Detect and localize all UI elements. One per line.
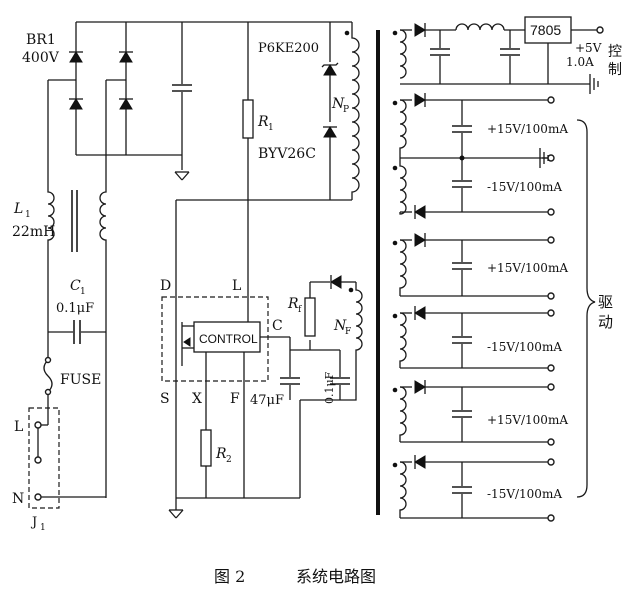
drive-char1: 驱	[598, 293, 613, 311]
pin-f: F	[230, 391, 240, 407]
diode-byv26c	[322, 126, 338, 200]
c1-sub: 1	[80, 287, 86, 297]
tvs-label: P6KE200	[258, 41, 319, 56]
pin-x: X	[192, 391, 202, 407]
fuse-label: FUSE	[60, 372, 101, 388]
r2-sub: 2	[226, 455, 232, 465]
nf-name: N	[333, 318, 347, 334]
np-sub: P	[343, 105, 349, 115]
fuse	[43, 356, 53, 425]
caption-title: 系统电路图	[296, 567, 376, 586]
capacitor-c1	[48, 320, 106, 344]
regulator-out1: +5V	[575, 41, 602, 55]
np-name: N	[331, 96, 345, 112]
conn-n: N	[12, 491, 24, 507]
out-5-label: +15V/100mA	[487, 413, 568, 427]
bridge-voltage: 400V	[22, 50, 60, 66]
controller-label: CONTROL	[199, 332, 258, 346]
conn-l: L	[14, 419, 23, 435]
caption-fig: 图 2	[214, 567, 245, 586]
secondary-pair-4	[392, 379, 555, 446]
out-4-label: -15V/100mA	[487, 340, 562, 354]
regulator-out2: 1.0A	[566, 55, 594, 69]
resistor-r2	[176, 429, 300, 499]
feedback-circuit	[279, 274, 363, 498]
r1-sub: 1	[268, 123, 274, 133]
byv-label: BYV26C	[258, 146, 316, 162]
c1-name: C	[70, 278, 81, 294]
inductor-l1	[47, 175, 107, 498]
out-6-label: -15V/100mA	[487, 487, 562, 501]
secondary-5v	[392, 16, 604, 94]
bulk-capacitor	[171, 22, 193, 181]
control-char2: 制	[608, 62, 622, 78]
out-3-label: +15V/100mA	[487, 261, 568, 275]
bridge-rectifier	[47, 21, 182, 175]
secondary-pair-3	[392, 305, 555, 372]
secondary-pair-2	[392, 232, 555, 300]
out-1-label: +15V/100mA	[487, 122, 568, 136]
cap47-value: 47μF	[250, 393, 284, 408]
pin-s: S	[160, 391, 170, 407]
secondary-pair-5	[392, 454, 555, 522]
regulator-label: 7805	[530, 22, 561, 38]
conn-j: J	[30, 515, 37, 530]
r2-name: R	[215, 446, 227, 462]
rf-name: R	[287, 296, 299, 312]
pin-l: L	[232, 278, 241, 294]
l1-sub: 1	[25, 210, 31, 220]
drive-char2: 动	[598, 313, 613, 331]
primary-winding-np	[176, 21, 360, 201]
c1-value: 0.1μF	[56, 301, 94, 316]
conn-jsub: 1	[40, 523, 46, 533]
cap01b-value: 0.1μF	[323, 371, 336, 404]
r1-name: R	[257, 114, 269, 130]
rf-sub: f	[298, 305, 302, 315]
tvs-p6ke200	[321, 22, 339, 122]
control-char1: 控	[608, 44, 622, 60]
connector-j1	[28, 407, 106, 509]
l1-name: L	[13, 201, 23, 217]
resistor-r1	[242, 22, 254, 300]
pin-d: D	[160, 278, 171, 294]
pin-c: C	[272, 318, 283, 334]
controller-module	[161, 200, 290, 510]
nf-sub: F	[345, 327, 351, 337]
out-2-label: -15V/100mA	[487, 180, 562, 194]
secondary-pair-1	[392, 92, 555, 220]
drive-brace	[576, 119, 596, 498]
bridge-name: BR1	[26, 32, 56, 48]
l1-value: 22mH	[12, 224, 55, 240]
